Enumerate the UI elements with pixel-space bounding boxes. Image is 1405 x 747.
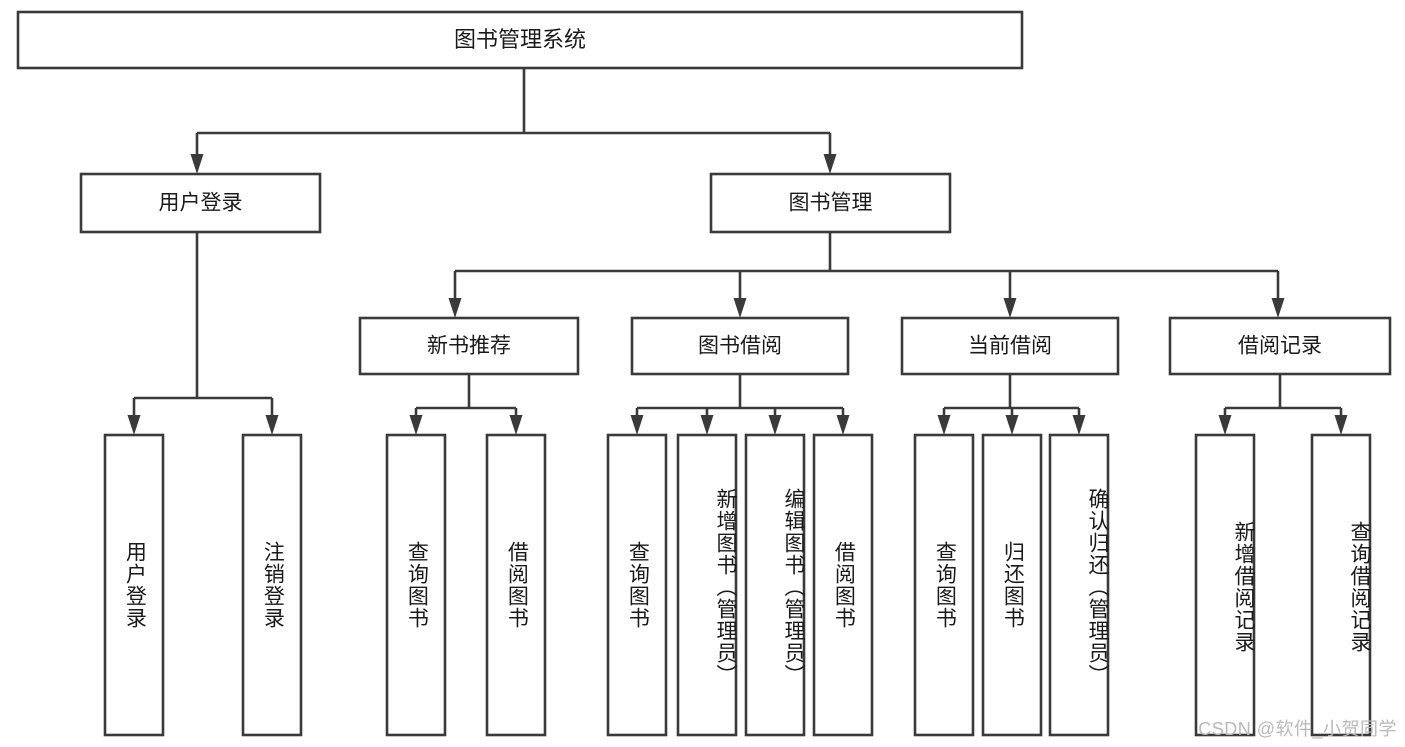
arrow-head-icon [700,415,714,435]
node-box-layer [16,10,1392,737]
connector-layer [127,68,1348,435]
node-box-root[interactable] [16,10,1024,70]
node-box-leaf-cb-confirm-return[interactable] [1048,433,1110,737]
node-box-borrow-record[interactable] [1168,316,1392,376]
arrow-head-icon [127,415,141,435]
node-box-leaf-rec-query-book[interactable] [385,433,447,737]
arrow-head-icon [630,415,644,435]
connector-group-conn-bookmanage-bus [448,232,1285,318]
connector-group-conn-borrow-bus [630,374,850,435]
arrow-head-icon [836,415,850,435]
arrow-head-icon [1072,415,1086,435]
node-box-book-manage[interactable] [709,172,952,234]
node-box-leaf-rec-borrow-book[interactable] [485,433,547,737]
node-box-leaf-bw-add-book[interactable] [676,433,738,737]
node-label-borrow-record: 借阅记录 [1238,335,1322,358]
connector-group-conn-root-bus [190,68,837,174]
connector-group-conn-record-bus [1218,374,1348,435]
node-box-leaf-cb-query-book[interactable] [913,433,975,737]
node-box-leaf-bw-borrow-book[interactable] [812,433,874,737]
arrow-head-icon [1334,415,1348,435]
node-box-leaf-user-logout[interactable] [241,433,303,737]
node-label-user-login: 用户登录 [159,192,243,215]
node-box-leaf-br-add-record[interactable] [1194,433,1256,737]
arrow-head-icon [937,415,951,435]
node-label-book-borrow: 图书借阅 [698,335,782,358]
node-box-current-borrow[interactable] [900,316,1120,376]
connector-group-conn-userlogin-bus [127,232,279,435]
node-label-book-manage: 图书管理 [789,192,873,215]
arrow-head-icon [509,415,523,435]
arrow-head-icon [1005,415,1019,435]
node-box-user-login[interactable] [79,172,322,234]
node-label-current-borrow: 当前借阅 [968,335,1052,358]
arrow-head-icon [733,298,747,318]
arrow-head-icon [768,415,782,435]
node-box-leaf-bw-query-book[interactable] [606,433,668,737]
node-label-new-book-recommend: 新书推荐 [427,335,511,358]
arrow-head-icon [823,154,837,174]
node-box-new-book-recommend[interactable] [358,316,580,376]
node-box-leaf-br-query-record[interactable] [1310,433,1372,737]
arrow-head-icon [1271,298,1285,318]
arrow-head-icon [448,298,462,318]
node-box-leaf-user-login[interactable] [103,433,165,737]
node-box-leaf-bw-edit-book[interactable] [744,433,806,737]
connector-group-conn-current-bus [937,374,1086,435]
arrow-head-icon [1218,415,1232,435]
node-box-leaf-cb-return-book[interactable] [981,433,1043,737]
arrow-head-icon [1003,298,1017,318]
node-box-book-borrow[interactable] [630,316,850,376]
watermark-text: CSDN @软件_小贺同学 [1198,719,1397,739]
arrow-head-icon [265,415,279,435]
node-label-root: 图书管理系统 [454,27,586,52]
arrow-head-icon [409,415,423,435]
arrow-head-icon [190,154,204,174]
connector-group-conn-recommend-bus [409,374,523,435]
